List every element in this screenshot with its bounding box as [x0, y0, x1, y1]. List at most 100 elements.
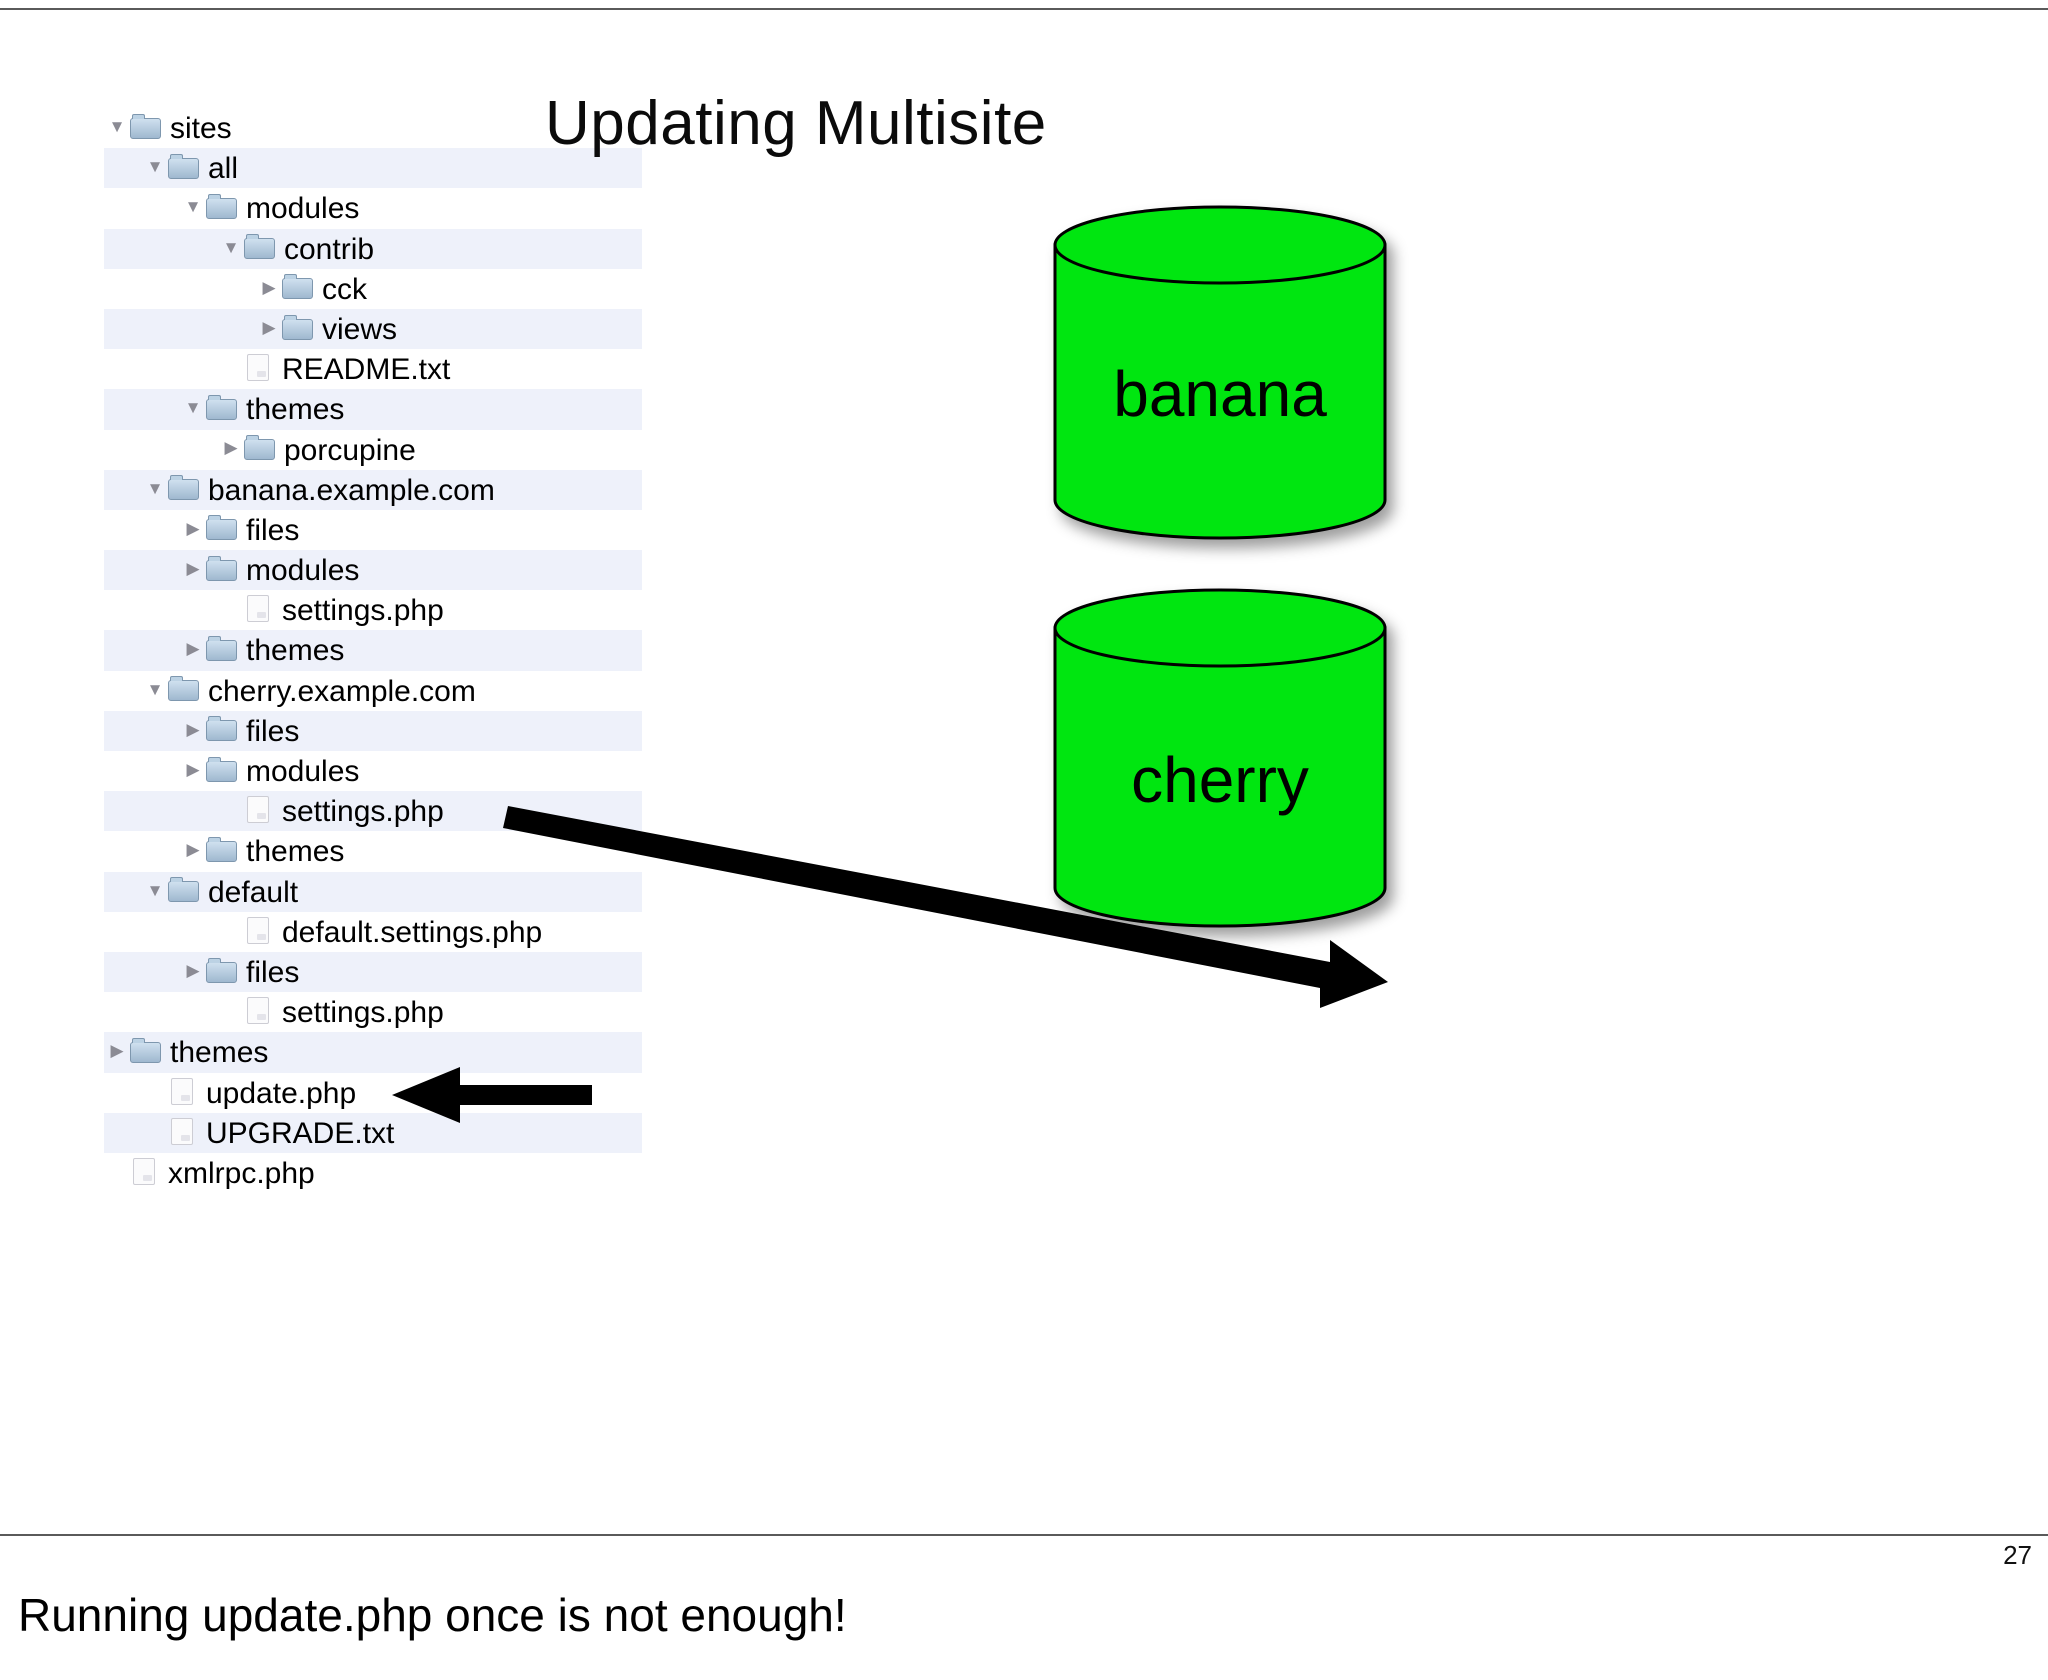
tree-row-label: banana.example.com [208, 473, 495, 507]
tree-row-label: themes [246, 634, 345, 668]
file-icon [130, 1157, 160, 1185]
folder-icon [244, 234, 276, 260]
tree-row-label: cherry.example.com [208, 674, 476, 708]
tree-row[interactable]: modules [104, 187, 642, 229]
tree-row-label: default [208, 875, 299, 909]
tree-row[interactable]: default.settings.php [104, 911, 642, 952]
tree-row-label: modules [246, 554, 360, 588]
chevron-down-icon[interactable] [142, 670, 168, 710]
tree-row-label: settings.php [282, 594, 444, 628]
tree-row[interactable]: files [104, 710, 642, 751]
folder-icon [244, 435, 276, 461]
tree-row-label: default.settings.php [282, 915, 543, 949]
chevron-right-icon[interactable] [180, 629, 206, 669]
tree-row[interactable]: banana.example.com [104, 469, 642, 510]
chevron-right-icon[interactable] [180, 951, 206, 991]
folder-icon [130, 113, 162, 139]
tree-row[interactable]: cck [104, 268, 642, 309]
folder-icon [282, 314, 314, 340]
folder-icon [206, 515, 238, 541]
tree-row-label: xmlrpc.php [168, 1156, 315, 1190]
tree-row[interactable]: README.txt [104, 349, 642, 390]
tree-row[interactable]: files [104, 951, 642, 993]
tree-row-label: themes [246, 393, 345, 427]
folder-icon [206, 716, 238, 742]
folder-icon [282, 274, 314, 300]
file-icon [244, 795, 274, 824]
tree-row-label: README.txt [282, 353, 451, 387]
tree-row[interactable]: settings.php [104, 590, 642, 631]
tree-row[interactable]: settings.php [104, 992, 642, 1033]
cylinder-shape [1053, 205, 1387, 540]
chevron-down-icon[interactable] [218, 228, 244, 268]
tree-row-label: themes [246, 835, 345, 869]
tree-row[interactable]: views [104, 308, 642, 350]
tree-row[interactable]: files [104, 509, 642, 551]
chevron-right-icon[interactable] [180, 830, 206, 870]
tree-row-label: sites [170, 111, 232, 145]
tree-row-label: contrib [284, 232, 375, 266]
tree-row[interactable]: all [104, 147, 642, 189]
folder-icon [206, 193, 238, 219]
folder-icon [168, 676, 200, 702]
chevron-right-icon[interactable] [180, 549, 206, 589]
slide-caption: Running update.php once is not enough! [18, 1589, 847, 1641]
tree-row-label: UPGRADE.txt [206, 1116, 395, 1150]
tree-row-label: modules [246, 754, 360, 788]
tree-row[interactable]: porcupine [104, 428, 642, 470]
chevron-right-icon[interactable] [104, 1031, 130, 1071]
folder-icon [206, 756, 238, 782]
folder-icon [206, 555, 238, 581]
file-icon [244, 916, 274, 944]
tree-row-label: update.php [206, 1076, 357, 1110]
database-label-banana: banana [1113, 358, 1327, 430]
tree-row-label: settings.php [282, 996, 444, 1030]
chevron-down-icon[interactable] [180, 187, 206, 227]
tree-row[interactable]: modules [104, 750, 642, 792]
tree-row[interactable]: themes [104, 1031, 642, 1073]
chevron-down-icon[interactable] [142, 871, 168, 911]
tree-row-label: views [322, 312, 398, 346]
slide-top-border [0, 8, 2048, 10]
tree-row[interactable]: UPGRADE.txt [104, 1112, 642, 1153]
page-title: Updating Multisite [545, 89, 1047, 158]
chevron-right-icon[interactable] [218, 428, 244, 468]
chevron-right-icon[interactable] [180, 509, 206, 549]
tree-row-label: all [208, 152, 239, 186]
chevron-right-icon[interactable] [256, 268, 282, 308]
tree-row[interactable]: cherry.example.com [104, 670, 642, 711]
chevron-down-icon[interactable] [142, 469, 168, 509]
folder-icon [168, 475, 200, 501]
chevron-right-icon[interactable] [180, 750, 206, 790]
chevron-right-icon[interactable] [256, 308, 282, 348]
chevron-right-icon[interactable] [180, 710, 206, 750]
tree-row[interactable]: themes [104, 388, 642, 430]
folder-icon [206, 836, 238, 862]
chevron-down-icon[interactable] [104, 107, 130, 147]
file-icon [244, 996, 274, 1025]
tree-row[interactable]: default [104, 871, 642, 912]
folder-icon [206, 636, 238, 662]
chevron-down-icon[interactable] [142, 147, 168, 187]
tree-row-label: porcupine [284, 433, 416, 467]
page-number: 27 [2003, 1540, 2032, 1570]
chevron-down-icon[interactable] [180, 388, 206, 428]
tree-row[interactable]: update.php [104, 1072, 642, 1113]
file-icon [168, 1117, 198, 1145]
tree-row[interactable]: modules [104, 549, 642, 591]
tree-row-label: files [246, 714, 300, 748]
file-tree[interactable]: sitesallmodulescontribcckviewsREADME.txt… [104, 107, 642, 1194]
file-icon [168, 1077, 198, 1105]
slide-bottom-border [0, 1534, 2048, 1536]
database-cylinder-banana: banana [1052, 205, 1388, 540]
tree-row[interactable]: themes [104, 629, 642, 671]
tree-row-label: cck [322, 272, 367, 306]
tree-row[interactable]: xmlrpc.php [104, 1152, 642, 1194]
tree-row[interactable]: settings.php [104, 791, 642, 832]
database-label-cherry: cherry [1131, 744, 1309, 816]
tree-row[interactable]: themes [104, 830, 642, 872]
file-icon [244, 353, 274, 382]
tree-row[interactable]: sites [104, 107, 642, 149]
tree-row[interactable]: contrib [104, 228, 642, 269]
folder-icon [130, 1037, 162, 1063]
